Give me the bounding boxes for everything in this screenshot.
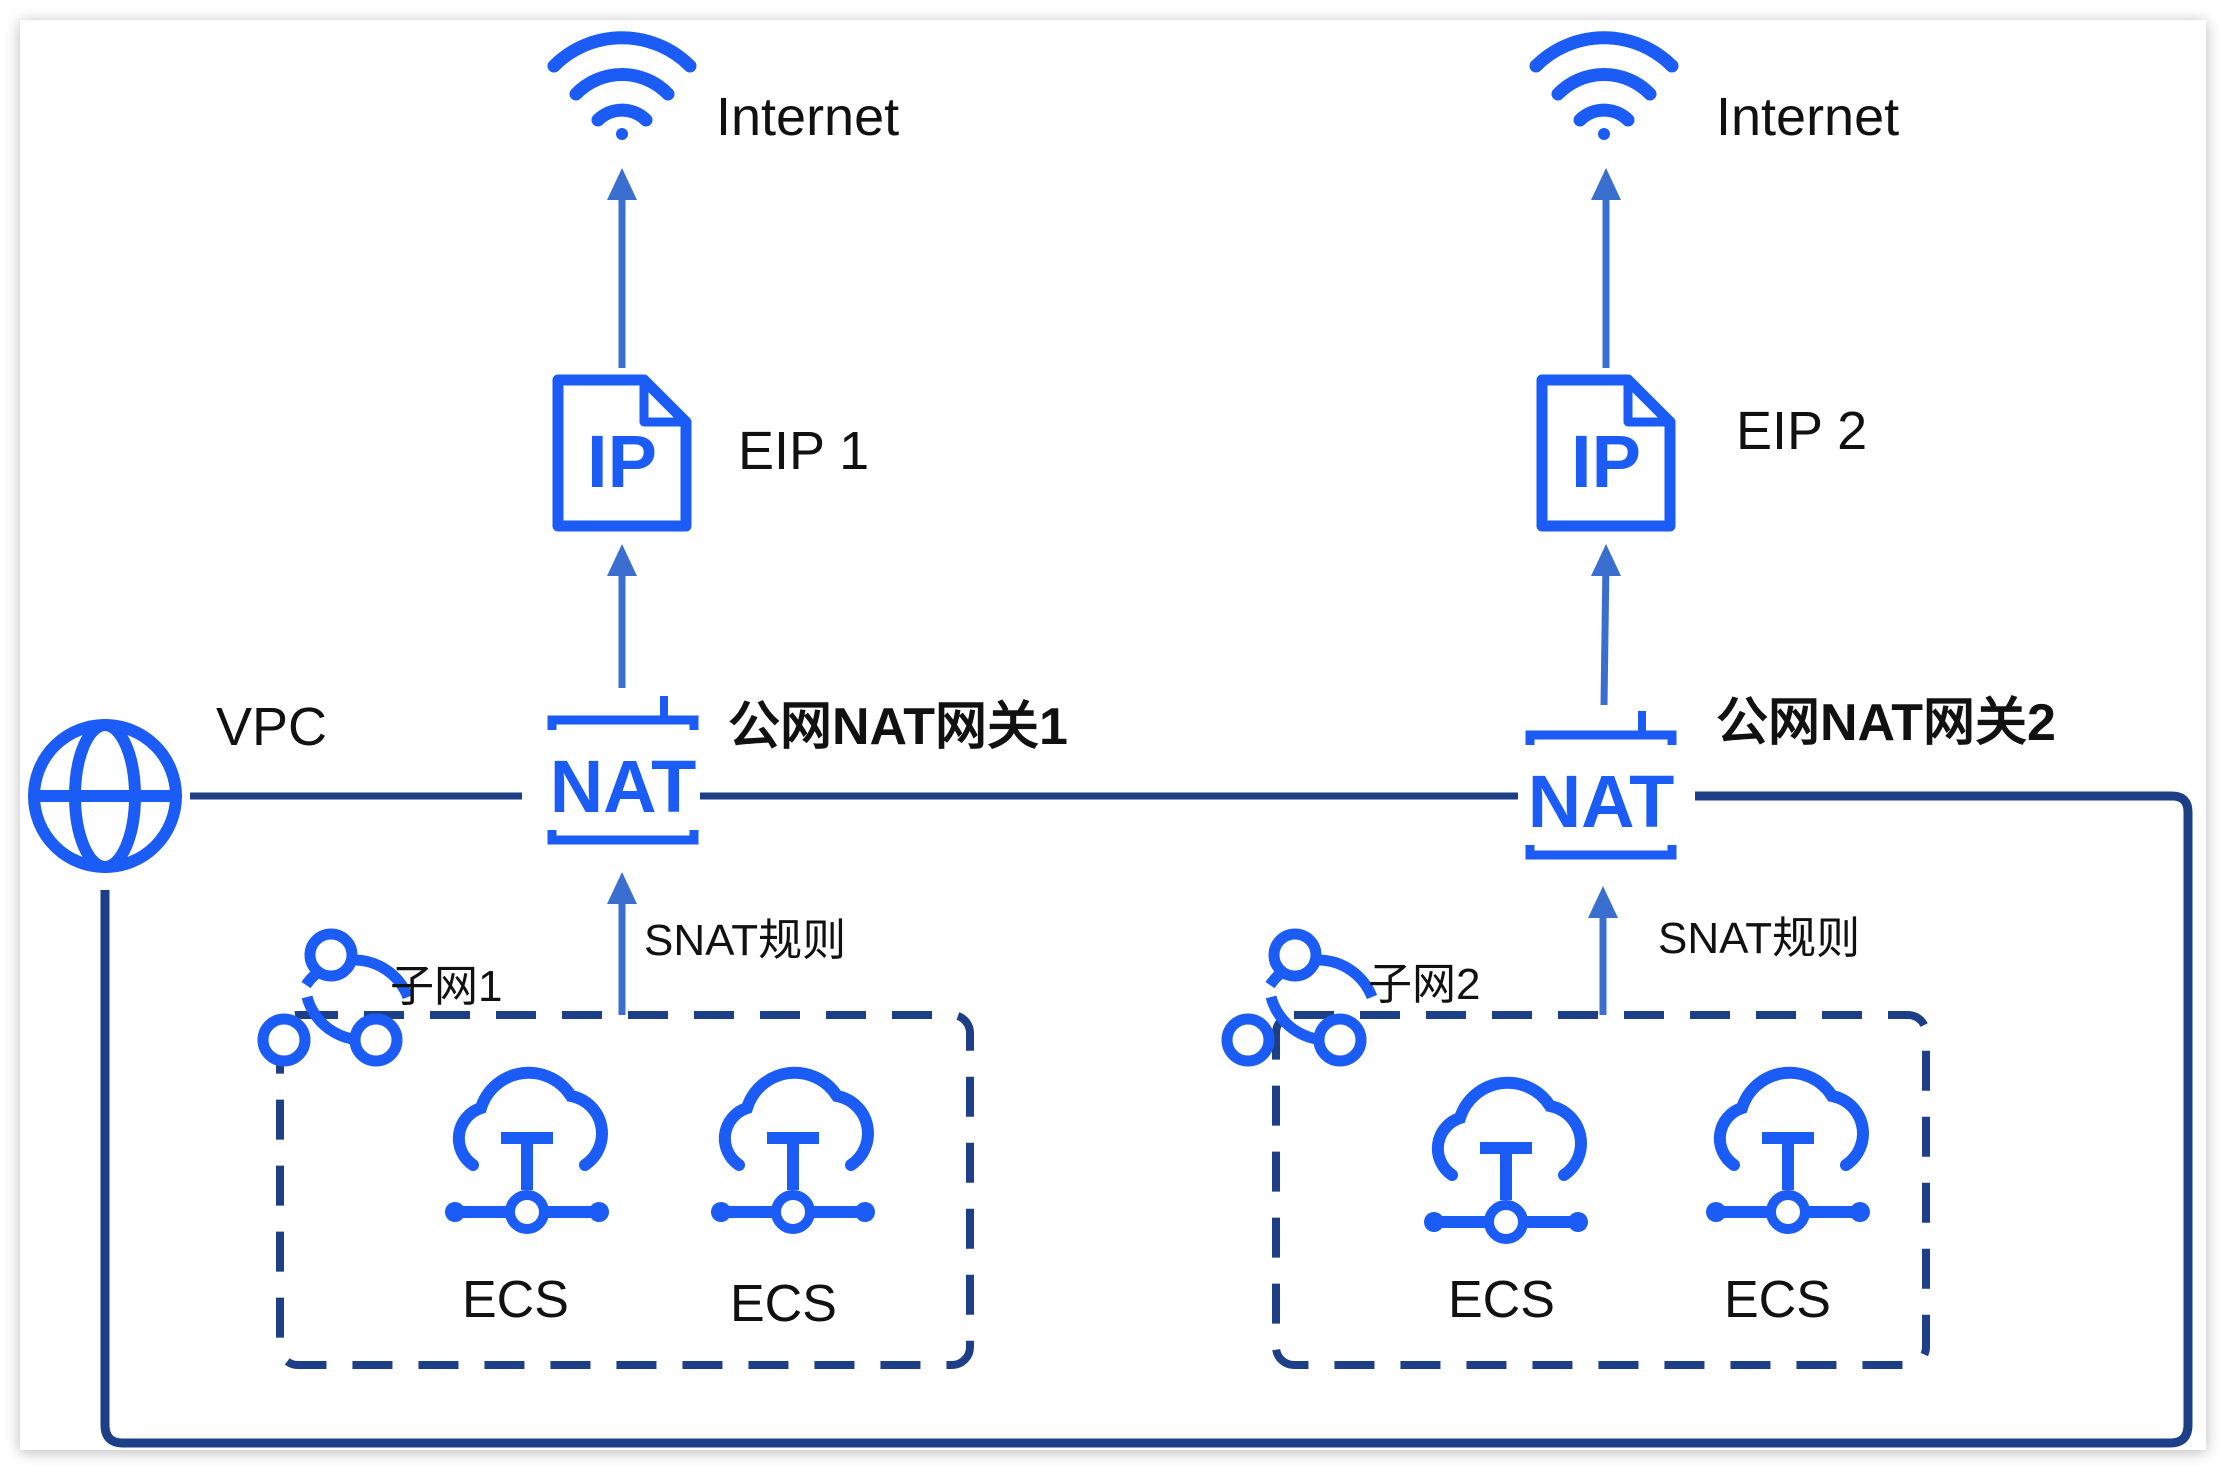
arrow-nat2-to-eip2: [1600, 559, 1610, 706]
ip-document-icon: IP: [552, 374, 692, 532]
nat-icon-text: NAT: [550, 745, 697, 828]
vpc-boundary-line: [100, 791, 2193, 1448]
arrowhead-1: [607, 168, 637, 200]
wifi-icon: [547, 31, 697, 140]
cloud-server-icon: [711, 1066, 875, 1234]
arrowhead-4: [1591, 168, 1621, 200]
ip-icon-text: IP: [1571, 420, 1641, 503]
wifi-icon: [1529, 31, 1679, 140]
gateway-2-label: 公网NAT网关2: [1716, 694, 2056, 752]
nat-icon-text: NAT: [1528, 760, 1675, 843]
nat-gateway-icon: NAT: [547, 696, 699, 845]
cloud-server-icon: [1706, 1066, 1870, 1234]
ecs-2-label: ECS: [730, 1275, 837, 1333]
eip-1-label: EIP 1: [738, 421, 870, 481]
subnet-2-label: 子网2: [1368, 960, 1481, 1009]
gateway-1-label: 公网NAT网关1: [728, 698, 1068, 756]
cloud-server-icon: [1424, 1076, 1588, 1244]
ecs-1-label: ECS: [462, 1271, 569, 1329]
subnet-icon: [257, 928, 414, 1067]
arrowhead-5: [1591, 544, 1621, 576]
ecs-3-label: ECS: [1448, 1271, 1555, 1329]
internet-1-label: Internet: [716, 87, 900, 147]
subnet-1-box: [276, 1011, 974, 1369]
eip-2-label: EIP 2: [1736, 401, 1868, 461]
vpc-label: VPC: [216, 697, 328, 757]
arrowhead-3: [607, 872, 637, 904]
ip-document-icon: IP: [1536, 374, 1676, 532]
subnet-1-label: 子网1: [390, 962, 503, 1011]
cloud-server-icon: [445, 1066, 609, 1234]
subnet-icon: [1221, 928, 1378, 1067]
ip-icon-text: IP: [587, 420, 657, 503]
snat-rule-1-label: SNAT规则: [644, 916, 847, 965]
subnet-2-box: [1272, 1011, 1930, 1369]
arrowhead-2: [607, 544, 637, 576]
snat-rule-2-label: SNAT规则: [1658, 914, 1861, 963]
arrowhead-6: [1588, 886, 1618, 918]
internet-2-label: Internet: [1716, 87, 1900, 147]
globe-icon: [28, 719, 182, 873]
nat-gateway-icon: NAT: [1525, 711, 1677, 860]
ecs-4-label: ECS: [1724, 1271, 1831, 1329]
